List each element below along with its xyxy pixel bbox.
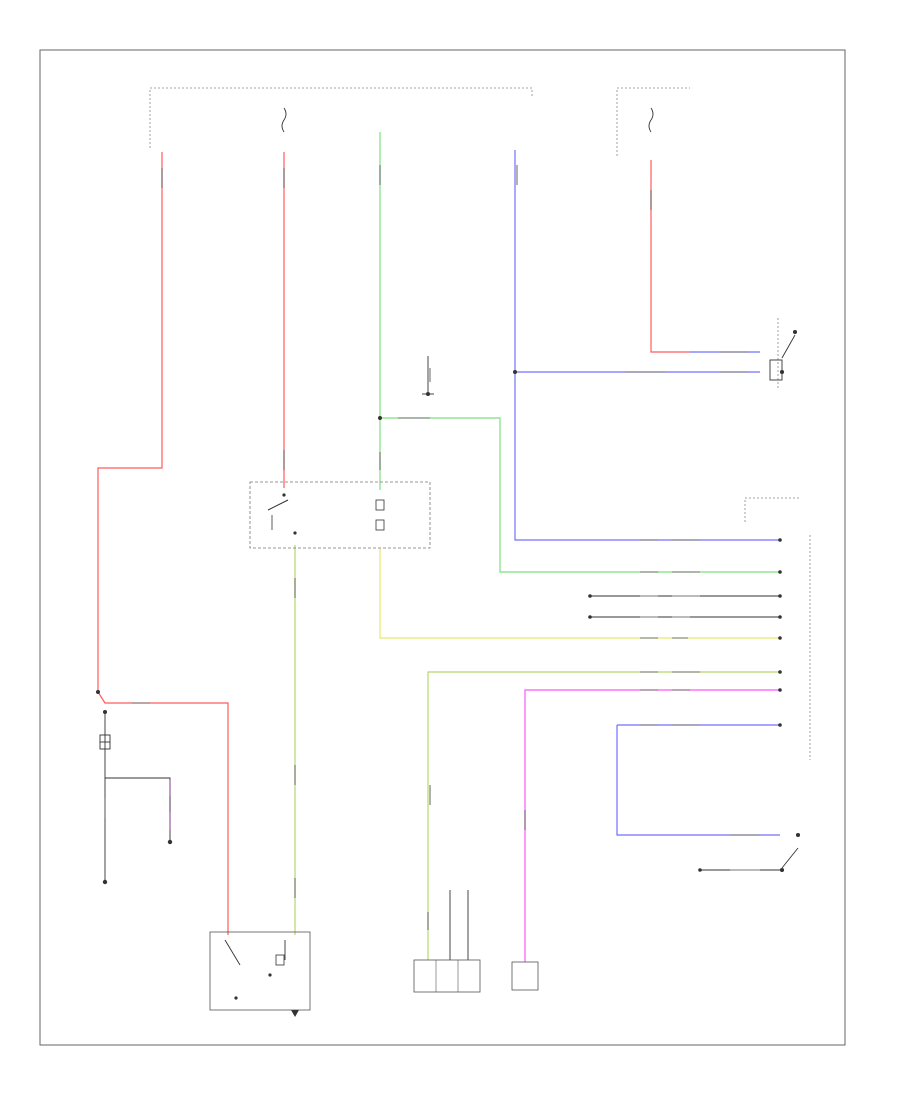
fuse-symbols [281,107,654,133]
olive-wire-module [427,671,780,960]
olive-wires [294,545,780,960]
red-wire-left [97,152,163,692]
blue-wire-drop [616,725,780,836]
splice-points [96,370,702,885]
blue-wire-vertical [514,150,780,541]
starter-relay-box [209,931,311,1017]
magenta-wire [524,689,780,962]
red-wire-branch [97,691,229,935]
module-pins [778,538,782,727]
diagram-frame [39,49,846,1046]
relay-box [249,481,431,549]
blue-wires [514,150,780,836]
black-wires [104,356,780,960]
dashed-bus-lines [149,87,811,760]
red-wires [97,152,690,935]
wire-label-marks [132,351,760,871]
switch-top-right [769,329,798,381]
transmission-module-box [413,959,481,993]
wire-marks [104,165,652,930]
battery-fuse-block [99,734,111,750]
yellow-wire [379,548,780,639]
transmission-connector-box [511,961,539,991]
brake-switch [779,832,801,873]
green-wire-branch [380,417,780,573]
red-wire-right [650,160,690,353]
